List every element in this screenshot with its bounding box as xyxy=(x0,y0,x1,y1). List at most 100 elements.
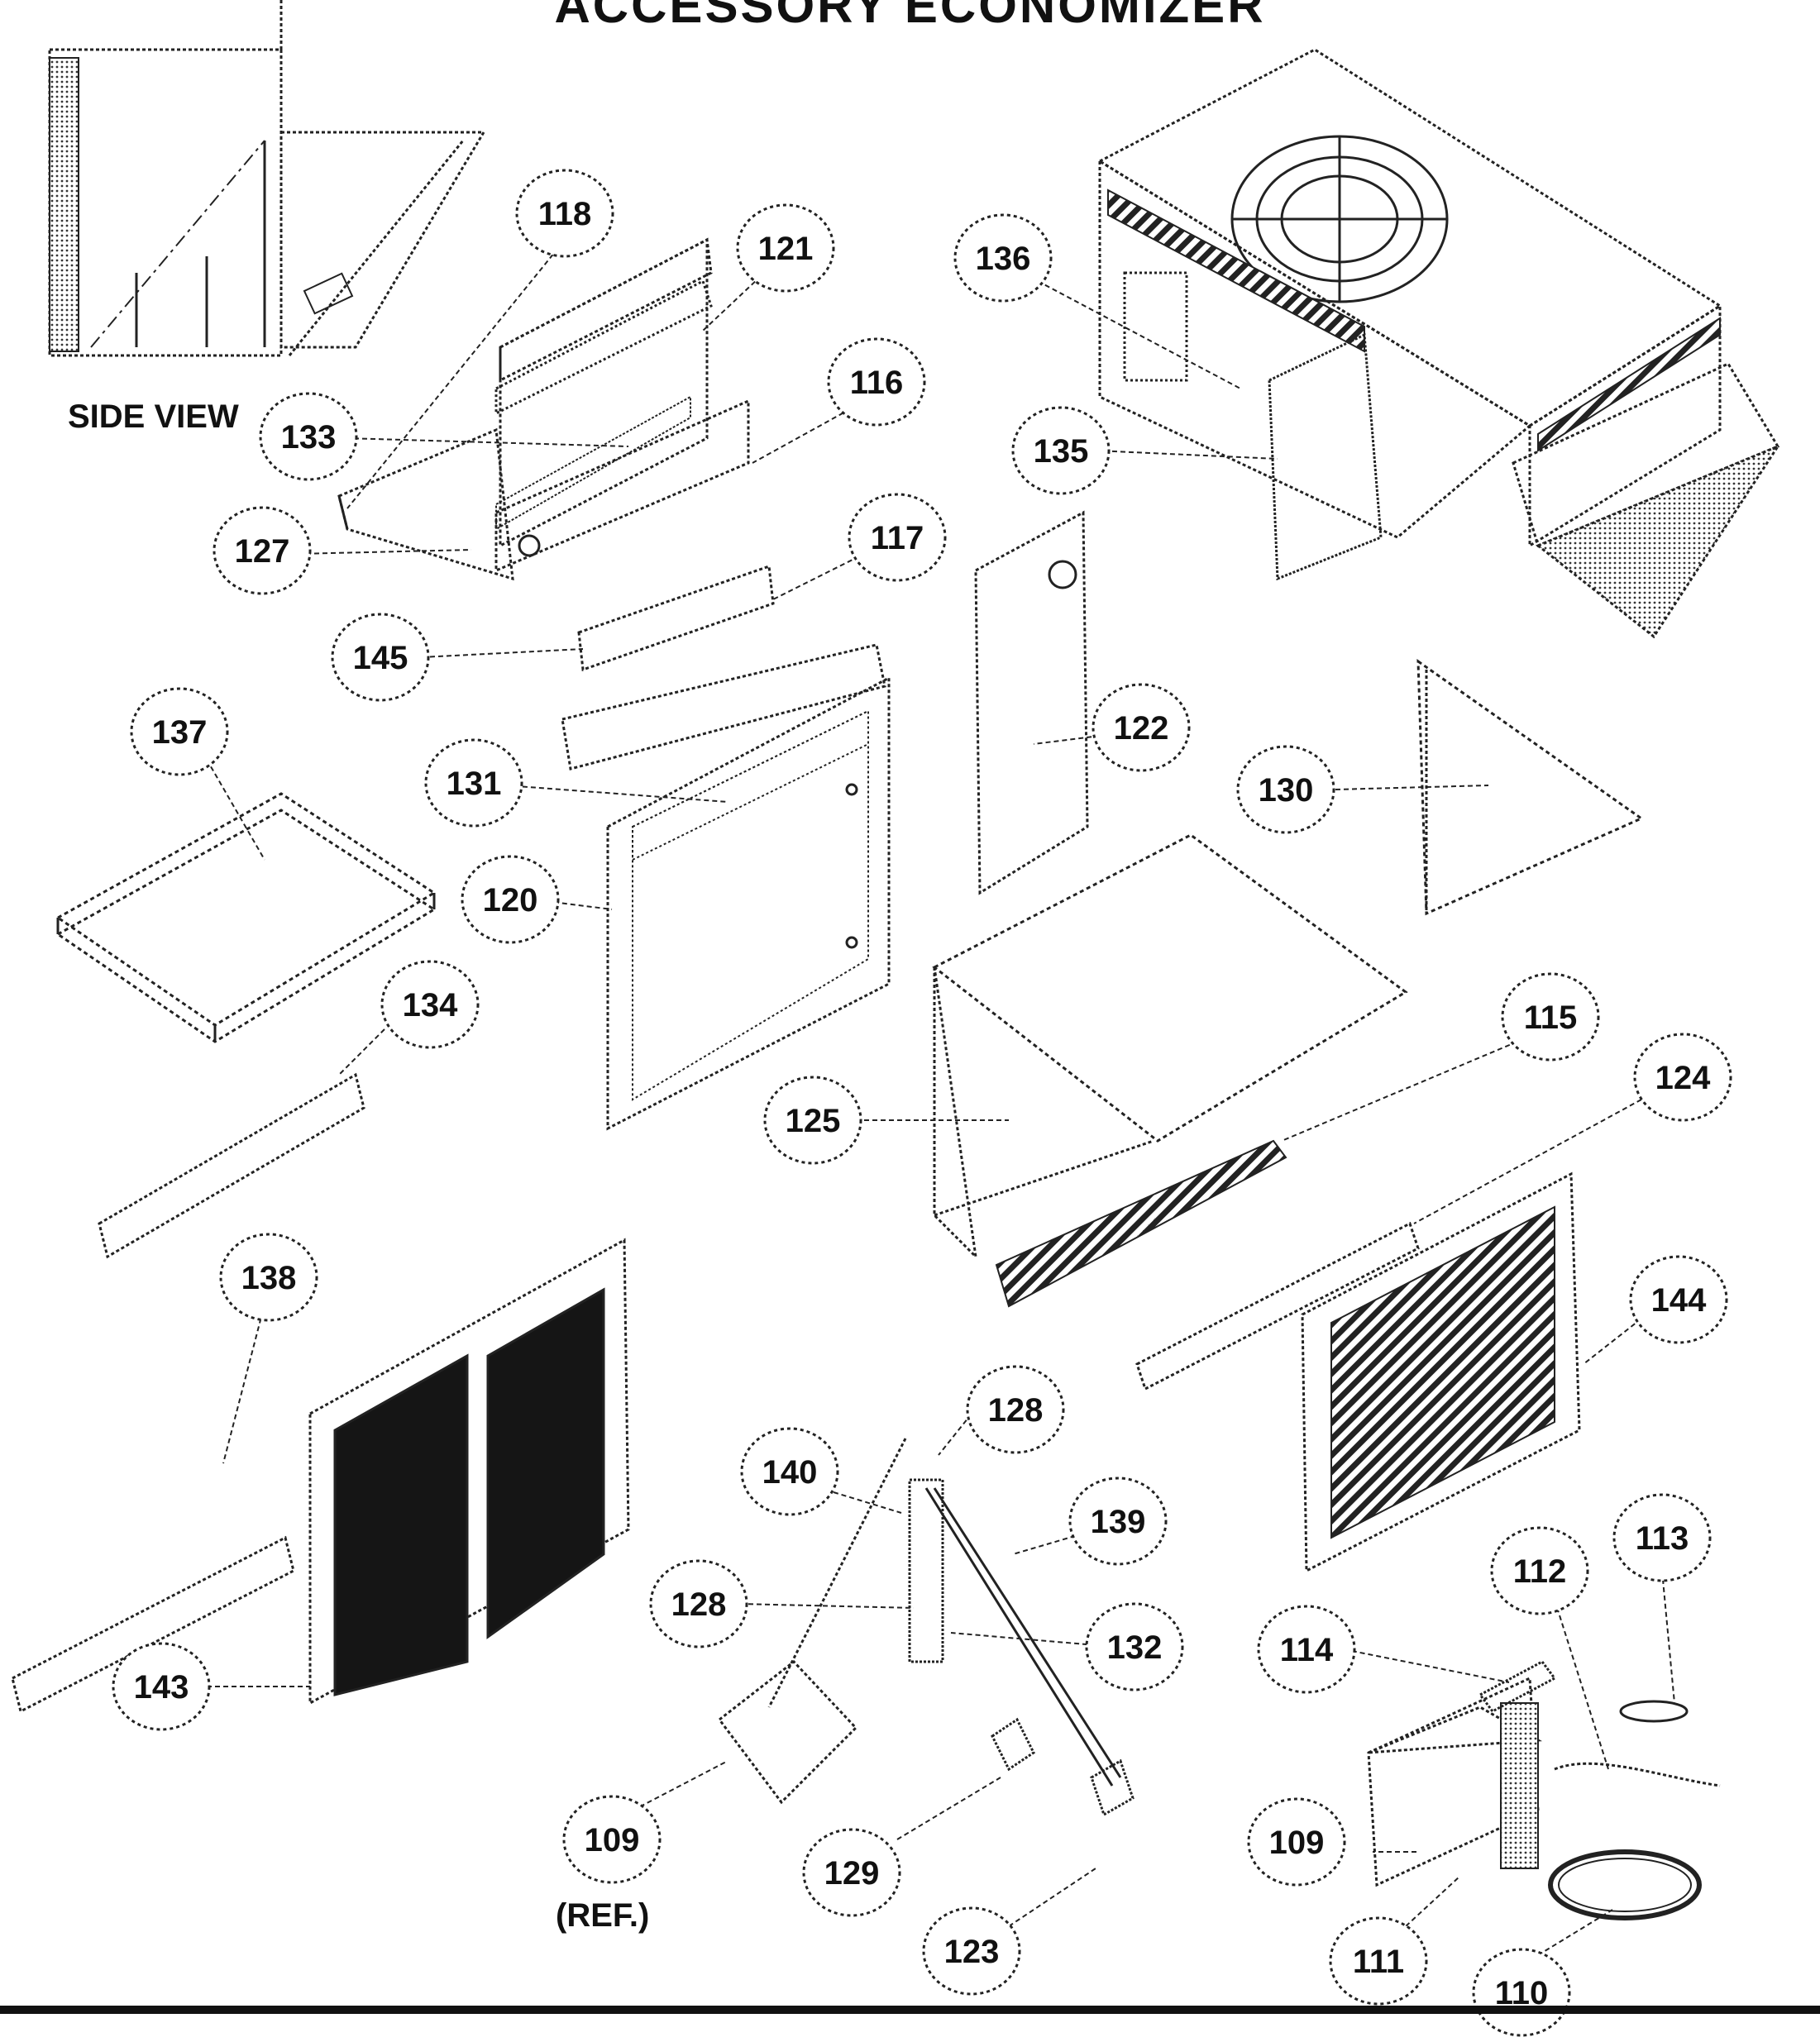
callout-circle xyxy=(112,1642,211,1731)
callout-124: 124 xyxy=(1633,1033,1732,1122)
callout-circle xyxy=(515,169,614,258)
callout-label: 113 xyxy=(1636,1520,1689,1557)
callout-label: 140 xyxy=(762,1454,818,1491)
callout-label: 109 xyxy=(1269,1825,1325,1861)
callout-131: 131 xyxy=(424,738,523,828)
callout-circle xyxy=(380,960,480,1049)
callout-128: 128 xyxy=(966,1365,1065,1454)
callout-label: 123 xyxy=(944,1934,1000,1970)
callout-label: 110 xyxy=(1495,1975,1549,2011)
callout-118: 118 xyxy=(515,169,614,258)
callout-135: 135 xyxy=(1011,406,1111,495)
callout-circle xyxy=(953,213,1053,303)
part-122-panel xyxy=(974,510,1089,895)
callout-120: 120 xyxy=(461,855,560,944)
callout-109: 109 xyxy=(562,1795,662,1884)
callout-circle xyxy=(130,687,229,776)
callout-label: 144 xyxy=(1651,1282,1707,1319)
callout-112: 112 xyxy=(1490,1526,1589,1615)
callout-129: 129 xyxy=(802,1828,901,1917)
callout-label: 122 xyxy=(1114,710,1169,747)
callout-label: 136 xyxy=(976,241,1031,277)
callout-label: 112 xyxy=(1513,1553,1567,1590)
part-137-tray xyxy=(55,792,437,1043)
part-134-rail xyxy=(98,1072,365,1259)
callout-circle xyxy=(1629,1255,1728,1344)
callout-circle xyxy=(922,1906,1021,1996)
callout-circle xyxy=(1236,745,1335,834)
callout-circle xyxy=(1501,972,1600,1062)
part-117-strip xyxy=(561,643,886,771)
part-143-filter-rack xyxy=(308,1238,630,1706)
callout-label: 116 xyxy=(850,365,904,401)
callout-137: 137 xyxy=(130,687,229,776)
callout-130: 130 xyxy=(1236,745,1335,834)
callout-circle xyxy=(1472,1948,1571,2037)
callout-circle xyxy=(1490,1526,1589,1615)
callout-label: 121 xyxy=(758,231,814,267)
damper-frame-assembly xyxy=(337,237,750,581)
callout-label: 125 xyxy=(786,1103,841,1139)
callout-113: 113 xyxy=(1612,1493,1712,1582)
callout-134: 134 xyxy=(380,960,480,1049)
callout-circle xyxy=(1612,1493,1712,1582)
callout-circle xyxy=(461,855,560,944)
callout-label: 135 xyxy=(1034,433,1089,470)
callout-circle xyxy=(1092,683,1191,772)
callout-label: 117 xyxy=(871,520,924,556)
leader-lines xyxy=(202,247,1675,1956)
part-144-louver xyxy=(1301,1171,1581,1573)
callout-122: 122 xyxy=(1092,683,1191,772)
callout-138: 138 xyxy=(219,1233,318,1322)
callout-128: 128 xyxy=(649,1559,748,1648)
callout-circle xyxy=(1329,1916,1428,2006)
callout-117: 117 xyxy=(848,493,947,582)
callout-110: 110 xyxy=(1472,1948,1571,2037)
callout-label: 109 xyxy=(585,1822,640,1858)
actuator-assembly xyxy=(1367,1660,1721,1920)
callout-label: 120 xyxy=(483,882,538,918)
callout-label: 132 xyxy=(1107,1629,1163,1666)
part-145-strip xyxy=(577,564,775,672)
callout-123: 123 xyxy=(922,1906,1021,1996)
part-138-rail xyxy=(11,1535,295,1714)
callout-136: 136 xyxy=(953,213,1053,303)
callout-circle xyxy=(763,1076,862,1165)
callout-143: 143 xyxy=(112,1642,211,1731)
callout-circle xyxy=(1011,406,1111,495)
callout-circle xyxy=(966,1365,1065,1454)
callout-label: 118 xyxy=(538,196,592,232)
callout-circle xyxy=(1085,1602,1184,1691)
part-120-panel xyxy=(606,675,891,1131)
bottom-rule xyxy=(0,2006,1820,2014)
callout-label: 145 xyxy=(353,640,408,676)
callout-label: 139 xyxy=(1091,1504,1146,1540)
callout-label: 129 xyxy=(824,1855,880,1892)
callout-116: 116 xyxy=(827,337,926,427)
callout-133: 133 xyxy=(259,392,358,481)
callout-circle xyxy=(259,392,358,481)
callout-label: 111 xyxy=(1353,1944,1404,1980)
callout-115: 115 xyxy=(1501,972,1600,1062)
callout-145: 145 xyxy=(331,613,430,702)
damper-linkage xyxy=(717,1438,1135,1817)
callout-circle xyxy=(1633,1033,1732,1122)
part-125-hood xyxy=(932,833,1408,1261)
part-115-filter xyxy=(995,1139,1287,1308)
diagram-title: ACCESSORY ECONOMIZER xyxy=(554,0,1266,33)
callout-111: 111 xyxy=(1329,1916,1428,2006)
callout-109: 109 xyxy=(1247,1797,1346,1887)
callout-circle xyxy=(827,337,926,427)
callout-label: 134 xyxy=(403,987,458,1023)
callout-circle xyxy=(213,506,312,595)
callout-circle xyxy=(562,1795,662,1884)
callout-140: 140 xyxy=(740,1427,839,1516)
callout-circle xyxy=(219,1233,318,1322)
callout-circle xyxy=(1068,1477,1168,1566)
callout-circle xyxy=(802,1828,901,1917)
callout-label: 124 xyxy=(1655,1060,1711,1096)
callout-121: 121 xyxy=(736,203,835,293)
